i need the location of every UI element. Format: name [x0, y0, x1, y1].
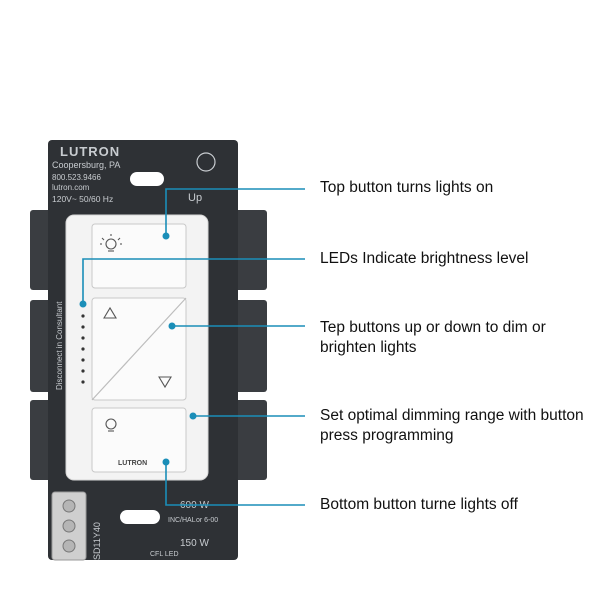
leader-line-top-button [165, 188, 305, 236]
model-number: SD11Y40 [92, 522, 102, 560]
rocker-divider [91, 297, 187, 401]
plate-brand: LUTRON [60, 144, 120, 159]
load-note: or 6-00 [196, 517, 218, 524]
plate-side-text: Disconnect in Consultant [55, 301, 64, 390]
callout-leds: LEDs Indicate brightness level [320, 250, 529, 267]
plate-up-mark: Up [188, 192, 202, 204]
leader-line-leds [82, 258, 305, 304]
wattage-low: 150 W [180, 538, 209, 549]
leader-line-bottom-button [165, 462, 305, 506]
leader-dot [189, 412, 197, 420]
load-types: INC/HAL [168, 517, 196, 524]
plate-city: Coopersburg, PA [52, 160, 120, 170]
mounting-slot-bottom [120, 510, 160, 524]
top-button[interactable] [91, 223, 187, 289]
leader-dot [168, 322, 176, 330]
led-indicator-column [81, 314, 85, 384]
mounting-slot-top [130, 172, 164, 186]
plate-rating: 120V~ 50/60 Hz [52, 194, 113, 204]
callout-top-button: Top button turns lights on [320, 179, 494, 196]
callout-programming: Set optimal dimming range with button pr… [320, 407, 584, 444]
terminal-screw [62, 539, 76, 553]
callout-raise-lower: Tep buttons up or down to dim or brighte… [320, 319, 546, 356]
terminal-screw [62, 499, 76, 513]
light-off-icon [105, 418, 117, 432]
plate-website: lutron.com [52, 183, 90, 192]
triangle-down-icon [158, 376, 172, 389]
leader-dot [162, 232, 170, 240]
plate-phone: 800.523.9466 [52, 173, 101, 182]
certification-mark [196, 152, 216, 172]
leader-dot [162, 458, 170, 466]
bulb-types: CFL LED [150, 551, 179, 558]
light-on-icon [100, 234, 122, 252]
terminal-screw [62, 519, 76, 533]
triangle-up-icon [103, 306, 117, 319]
button-brand: LUTRON [118, 460, 147, 467]
callout-bottom-button: Bottom button turne lights off [320, 496, 518, 513]
leader-dot [79, 300, 87, 308]
